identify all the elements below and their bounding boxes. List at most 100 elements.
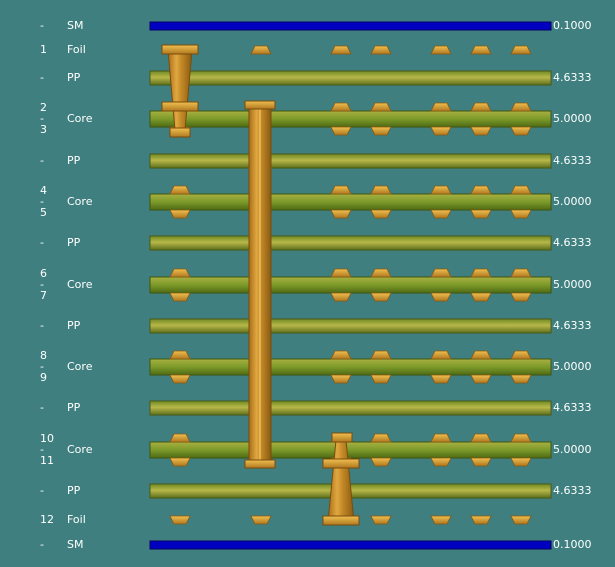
- via-pad: [161, 101, 199, 112]
- copper-pad: [470, 350, 492, 360]
- layer-number: -: [40, 400, 44, 414]
- copper-pad: [370, 457, 392, 467]
- via-pad: [322, 515, 360, 526]
- copper-pad: [470, 126, 492, 136]
- foil-pad: [430, 515, 452, 525]
- layer-type: PP: [67, 484, 81, 497]
- via-pad: [169, 127, 191, 138]
- copper-pad: [430, 350, 452, 360]
- layer-type: PP: [67, 236, 81, 249]
- copper-pad: [370, 268, 392, 278]
- layer-number: -: [40, 153, 44, 167]
- copper-pad: [330, 209, 352, 219]
- copper-pad: [169, 433, 191, 443]
- layer-type: Core: [67, 443, 93, 456]
- layer-number: 8 - 9: [40, 348, 47, 384]
- core-layer: [149, 110, 552, 128]
- copper-pad: [330, 268, 352, 278]
- layer-type: SM: [67, 19, 84, 32]
- copper-pad: [330, 292, 352, 302]
- copper-pad: [510, 126, 532, 136]
- copper-pad: [330, 374, 352, 384]
- layer-thickness: 0.1000: [553, 19, 592, 32]
- copper-pad: [510, 350, 532, 360]
- copper-pad: [470, 209, 492, 219]
- solder-mask-layer: [149, 21, 552, 31]
- layer-type: Core: [67, 360, 93, 373]
- layer-number: 1: [40, 42, 47, 56]
- solder-mask-layer: [149, 540, 552, 550]
- core-layer: [149, 193, 552, 211]
- foil-pad: [430, 45, 452, 55]
- via-pad: [331, 432, 353, 443]
- layer-thickness: 5.0000: [553, 195, 592, 208]
- copper-pad: [370, 374, 392, 384]
- foil-pad: [330, 45, 352, 55]
- layer-number: 4 - 5: [40, 183, 47, 219]
- copper-pad: [470, 102, 492, 112]
- layer-thickness: 5.0000: [553, 443, 592, 456]
- copper-pad: [169, 374, 191, 384]
- core-layer: [149, 358, 552, 376]
- layer-type: Core: [67, 195, 93, 208]
- layer-number: -: [40, 318, 44, 332]
- layer-type: PP: [67, 401, 81, 414]
- core-layer: [149, 441, 552, 459]
- copper-pad: [370, 350, 392, 360]
- via-pad: [322, 458, 360, 469]
- foil-pad: [370, 515, 392, 525]
- copper-pad: [510, 268, 532, 278]
- layer-number: 6 - 7: [40, 266, 47, 302]
- copper-pad: [370, 433, 392, 443]
- copper-pad: [169, 185, 191, 195]
- layer-type: SM: [67, 538, 84, 551]
- layer-thickness: 4.6333: [553, 319, 592, 332]
- copper-pad: [470, 433, 492, 443]
- copper-pad: [510, 374, 532, 384]
- copper-pad: [510, 457, 532, 467]
- via-pad: [244, 459, 276, 469]
- layer-number: -: [40, 483, 44, 497]
- layer-number: -: [40, 70, 44, 84]
- layer-thickness: 0.1000: [553, 538, 592, 551]
- copper-pad: [430, 102, 452, 112]
- layer-type: PP: [67, 154, 81, 167]
- copper-pad: [330, 102, 352, 112]
- copper-pad: [430, 457, 452, 467]
- copper-pad: [370, 292, 392, 302]
- foil-pad: [169, 515, 191, 525]
- foil-pad: [470, 45, 492, 55]
- copper-pad: [430, 433, 452, 443]
- copper-pad: [470, 374, 492, 384]
- foil-pad: [370, 45, 392, 55]
- copper-pad: [510, 102, 532, 112]
- layer-type: Foil: [67, 513, 86, 526]
- prepreg-layer: [149, 70, 552, 86]
- copper-pad: [169, 457, 191, 467]
- via-pad: [244, 100, 276, 110]
- layer-type: PP: [67, 71, 81, 84]
- prepreg-layer: [149, 400, 552, 416]
- foil-pad: [250, 45, 272, 55]
- copper-pad: [470, 457, 492, 467]
- layer-thickness: 4.6333: [553, 484, 592, 497]
- foil-pad: [250, 515, 272, 525]
- copper-pad: [169, 350, 191, 360]
- foil-pad: [510, 515, 532, 525]
- copper-pad: [470, 185, 492, 195]
- layer-thickness: 4.6333: [553, 236, 592, 249]
- layer-thickness: 4.6333: [553, 154, 592, 167]
- prepreg-layer: [149, 235, 552, 251]
- prepreg-layer: [149, 153, 552, 169]
- layer-number: -: [40, 537, 44, 551]
- layer-thickness: 5.0000: [553, 360, 592, 373]
- copper-pad: [430, 185, 452, 195]
- copper-pad: [169, 292, 191, 302]
- layer-type: Foil: [67, 43, 86, 56]
- copper-pad: [510, 292, 532, 302]
- layer-number: 10 - 11: [40, 431, 54, 467]
- copper-pad: [510, 185, 532, 195]
- layer-type: Core: [67, 278, 93, 291]
- layer-thickness: 5.0000: [553, 278, 592, 291]
- prepreg-layer: [149, 318, 552, 334]
